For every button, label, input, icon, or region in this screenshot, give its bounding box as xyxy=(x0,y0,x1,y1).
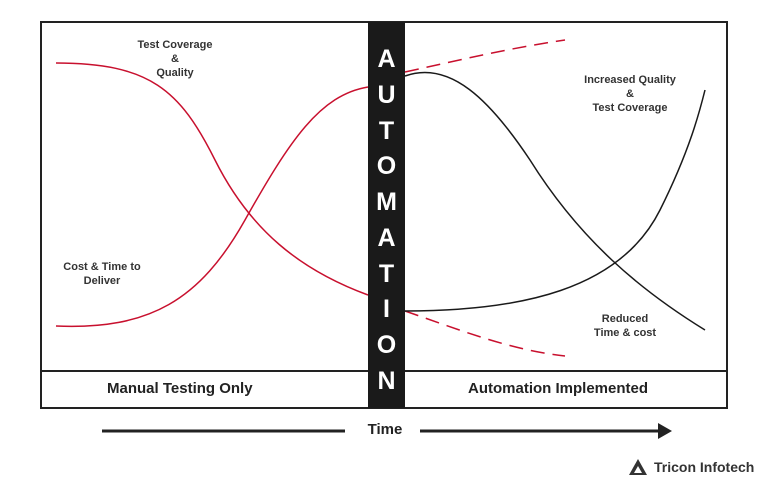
label-line: Time & cost xyxy=(593,327,657,339)
automation-letter: A xyxy=(377,223,396,252)
time-axis-label: Time xyxy=(367,421,403,438)
label-line: Quality xyxy=(156,67,194,79)
brand-name: Tricon Infotech xyxy=(654,459,755,475)
label-line: & xyxy=(171,53,179,65)
automation-band: A U T O M A T I O N xyxy=(368,22,405,408)
label-test-coverage: Test Coverage & Quality xyxy=(120,38,230,80)
manual-quality-curve xyxy=(55,86,369,328)
label-line: & xyxy=(626,88,634,100)
projected-quality-dashed xyxy=(404,39,566,73)
automation-letter: U xyxy=(377,80,396,109)
automation-letter: T xyxy=(378,116,395,145)
label-line: Cost & Time to xyxy=(63,261,141,273)
automation-letter: N xyxy=(377,366,396,395)
label-line: Reduced xyxy=(601,313,649,325)
automation-letter: A xyxy=(377,45,396,73)
label-line: Test Coverage xyxy=(592,102,668,114)
label-line: Deliver xyxy=(83,275,121,287)
automation-letter: O xyxy=(376,152,397,181)
time-arrow-head-icon xyxy=(658,423,672,439)
automation-letter: M xyxy=(376,188,397,217)
label-increased-quality: Increased Quality & Test Coverage xyxy=(575,73,685,115)
automation-letter: O xyxy=(376,331,397,360)
label-line: Increased Quality xyxy=(584,74,676,86)
tricon-logo-icon xyxy=(629,459,647,475)
automation-quality-curve xyxy=(404,89,706,312)
label-line: Test Coverage xyxy=(137,39,213,51)
projected-cost-dashed xyxy=(404,310,566,357)
manual-cost-curve xyxy=(55,62,369,296)
label-cost-time: Cost & Time to Deliver xyxy=(52,260,152,288)
automation-implemented-footer: Automation Implemented xyxy=(468,380,649,397)
automation-letter: T xyxy=(378,259,395,288)
automation-letter: I xyxy=(383,295,390,324)
manual-testing-footer: Manual Testing Only xyxy=(107,380,253,397)
automation-cost-curve xyxy=(404,71,706,331)
label-reduced: Reduced Time & cost xyxy=(575,312,675,340)
brand-logo: Tricon Infotech xyxy=(628,458,754,476)
